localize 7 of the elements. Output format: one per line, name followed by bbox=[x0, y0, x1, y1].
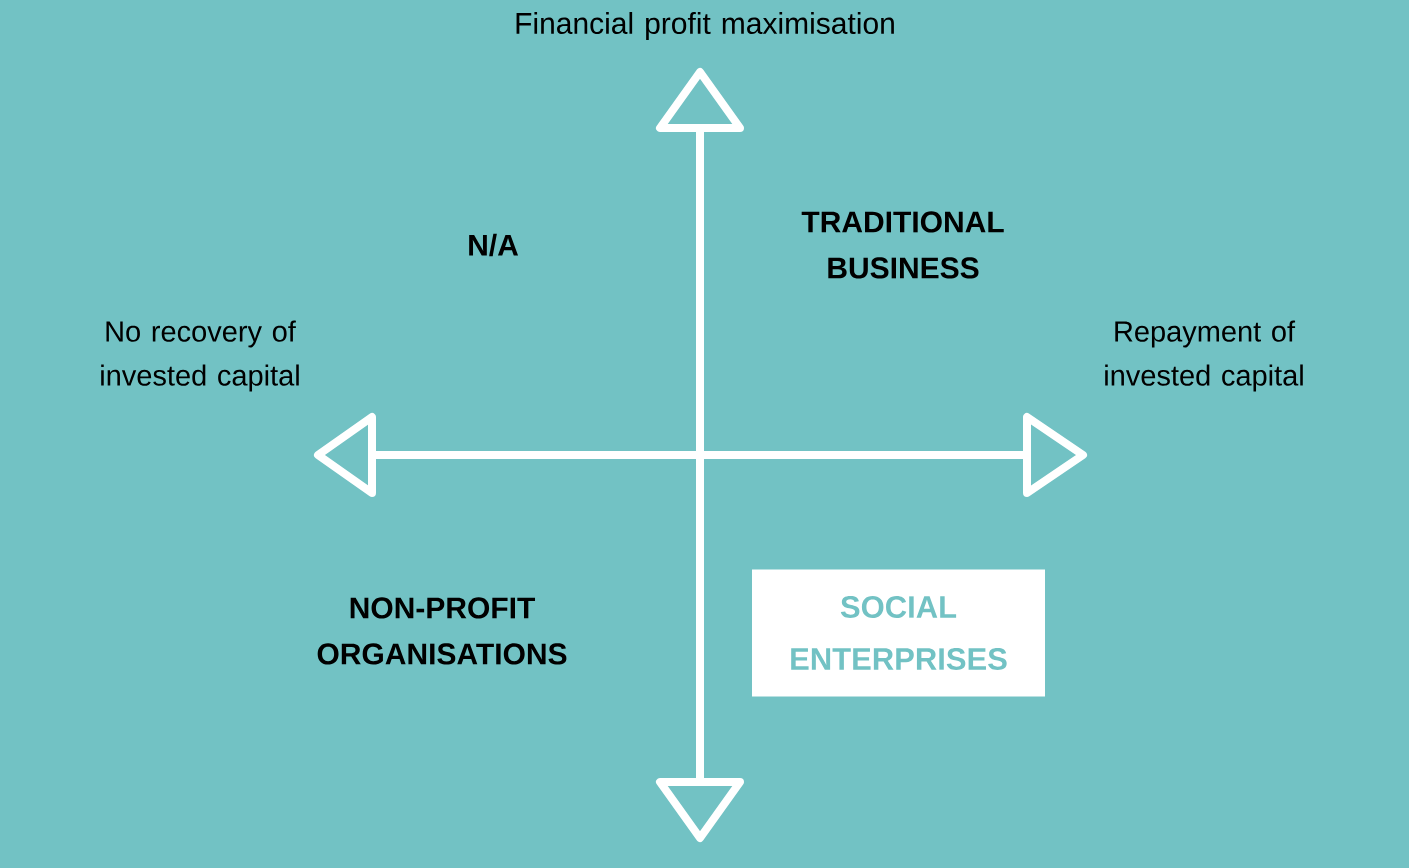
axis-label: No recovery of invested capital bbox=[101, 320, 299, 392]
axis-label: Repayment of invested capital bbox=[1105, 320, 1303, 392]
heading-label: N/A bbox=[469, 233, 519, 257]
heading-label: TRADITIONAL BUSINESS bbox=[801, 211, 1004, 279]
heading-label: NON-PROFIT ORGANISATIONS bbox=[317, 597, 567, 665]
axis-label: Financial profit maximisation bbox=[516, 12, 894, 40]
highlight-box: SOCIAL ENTERPRISES bbox=[752, 569, 1045, 697]
